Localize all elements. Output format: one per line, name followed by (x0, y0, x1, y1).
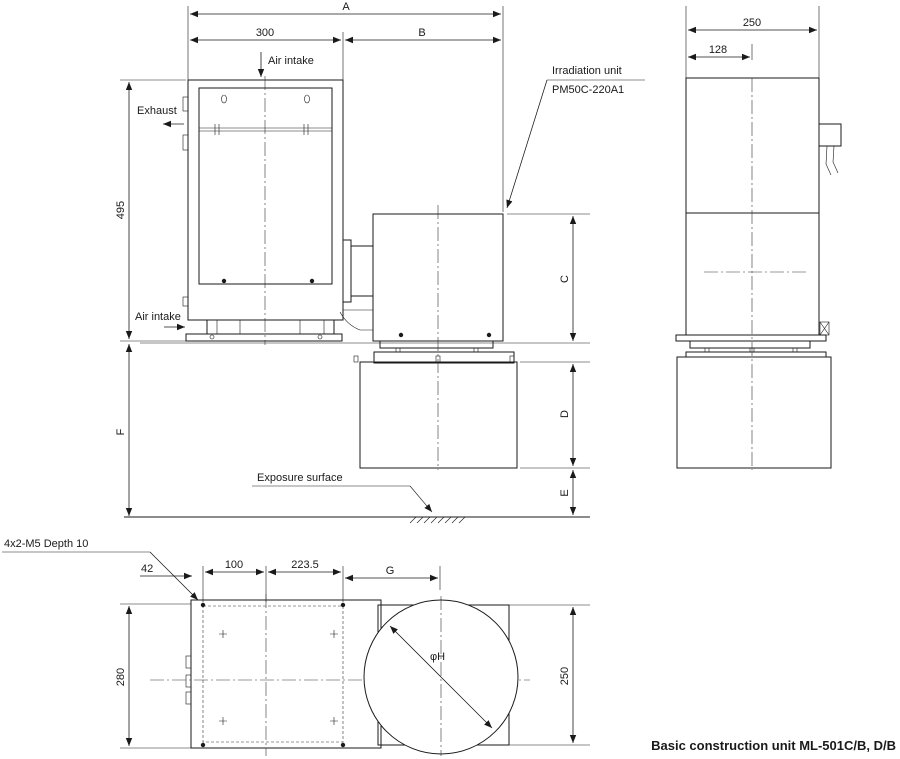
mount-hole-icon (200, 742, 206, 748)
mount-hole-icon (304, 94, 310, 104)
dimension-a-label: A (342, 1, 350, 13)
figure-caption: Basic construction unit ML-501C/B, D/B (651, 738, 896, 753)
air-intake-top-label: Air intake (268, 55, 314, 67)
screw-icon (309, 278, 315, 284)
model-label: PM50C-220A1 (552, 84, 624, 96)
mount-hole-icon (340, 602, 346, 608)
dimension-100-label: 100 (225, 559, 243, 571)
connector-flange (342, 239, 352, 303)
side-exposure-box (676, 356, 832, 469)
ground-hatch (408, 516, 470, 524)
side-connector (818, 123, 842, 147)
lamp-house-window (198, 87, 333, 285)
dimension-g-label: G (386, 565, 395, 577)
exposure-box (359, 361, 518, 469)
side-base (675, 334, 827, 342)
mount-hole-icon (200, 602, 206, 608)
dimension-280-label: 280 (115, 668, 127, 686)
dimension-e-label: E (559, 489, 571, 496)
dimension-223-5-label: 223.5 (291, 559, 319, 571)
exhaust-label: Exhaust (137, 105, 177, 117)
side-lamp-house (685, 77, 820, 214)
dimension-f-label: F (115, 428, 127, 435)
plan-mount-area (202, 605, 344, 743)
plan-view: 4x2-M5 Depth 10 42 100 223.5 G (2, 538, 590, 756)
mount-hole-icon (221, 94, 227, 104)
plan-lamp-house (190, 599, 382, 749)
base-plate (185, 333, 343, 342)
mount-hole-icon (340, 742, 346, 748)
dimension-c-label: C (559, 275, 571, 283)
valve-icon (819, 321, 830, 336)
dimension-250-bottom-label: 250 (559, 667, 571, 685)
dimension-128-label: 128 (709, 44, 727, 56)
dimension-250-top-label: 250 (743, 17, 761, 29)
screw-note-label: 4x2-M5 Depth 10 (4, 538, 88, 550)
irradiation-flange (379, 340, 494, 349)
mount-plate (373, 351, 515, 364)
exposure-surface-label: Exposure surface (257, 472, 343, 484)
dimension-d-label: D (559, 410, 571, 418)
dimension-42-label: 42 (141, 563, 153, 575)
exposure-surface-leader (409, 485, 433, 513)
connector-duct (350, 245, 374, 297)
air-intake-side-label: Air intake (135, 311, 181, 323)
side-irradiation-unit (685, 212, 820, 336)
side-flange (689, 340, 811, 349)
irradiation-unit-leader (506, 79, 548, 209)
dimension-495-label: 495 (115, 201, 127, 219)
dimension-b-label: B (418, 27, 425, 39)
front-view: A 300 B Air intake (115, 1, 645, 524)
dimension-h-line (389, 625, 493, 729)
side-view: 250 128 (675, 6, 842, 470)
screw-icon (486, 332, 492, 338)
screw-icon (398, 332, 404, 338)
lamp-base (206, 319, 335, 335)
dimension-h-label: φH (430, 651, 445, 663)
screw-icon (221, 278, 227, 284)
plan-crosshair-marks (219, 630, 338, 725)
dimension-300-label: 300 (256, 27, 274, 39)
irradiation-unit-label: Irradiation unit (552, 65, 622, 77)
